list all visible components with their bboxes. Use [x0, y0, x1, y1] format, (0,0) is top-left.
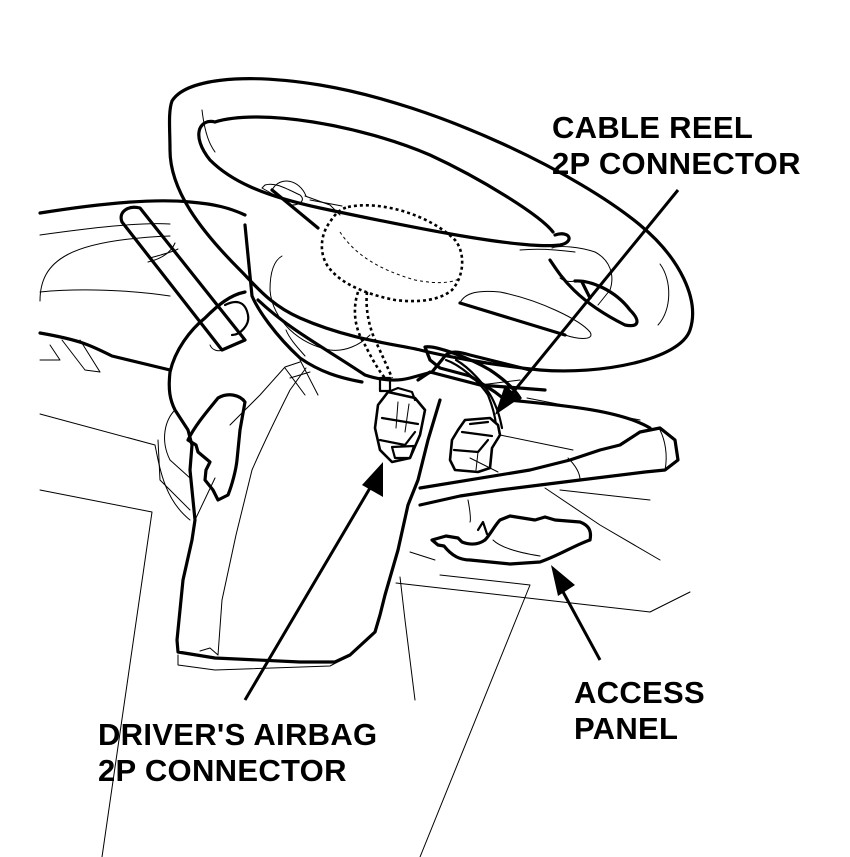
- cable-reel-label-line2: 2P CONNECTOR: [552, 146, 801, 181]
- access-panel-part: [430, 514, 593, 566]
- drivers-airbag-label-line1: DRIVER'S AIRBAG: [98, 717, 378, 752]
- right-stalk: [418, 426, 680, 523]
- left-stalk: [119, 205, 250, 352]
- dashboard-outline: [38, 199, 691, 857]
- access-panel-label: ACCESS PANEL: [574, 675, 705, 747]
- airbag-module-hidden: [320, 203, 464, 379]
- cable-reel-connector-label: CABLE REEL 2P CONNECTOR: [552, 110, 801, 182]
- steering-wheel: [167, 77, 695, 396]
- cable-reel-connector: [444, 358, 504, 474]
- callout-drivers-airbag: [243, 462, 383, 701]
- access-panel-label-line1: ACCESS: [574, 675, 705, 710]
- drivers-airbag-label-line2: 2P CONNECTOR: [98, 753, 347, 788]
- access-panel-label-line2: PANEL: [574, 711, 679, 746]
- lower-switch: [186, 393, 247, 521]
- drivers-airbag-connector-label: DRIVER'S AIRBAG 2P CONNECTOR: [98, 717, 377, 789]
- drivers-airbag-connector: [373, 376, 427, 464]
- cable-reel-label-line1: CABLE REEL: [552, 110, 754, 145]
- callout-access-panel: [551, 565, 602, 661]
- callout-cable-reel: [495, 189, 680, 415]
